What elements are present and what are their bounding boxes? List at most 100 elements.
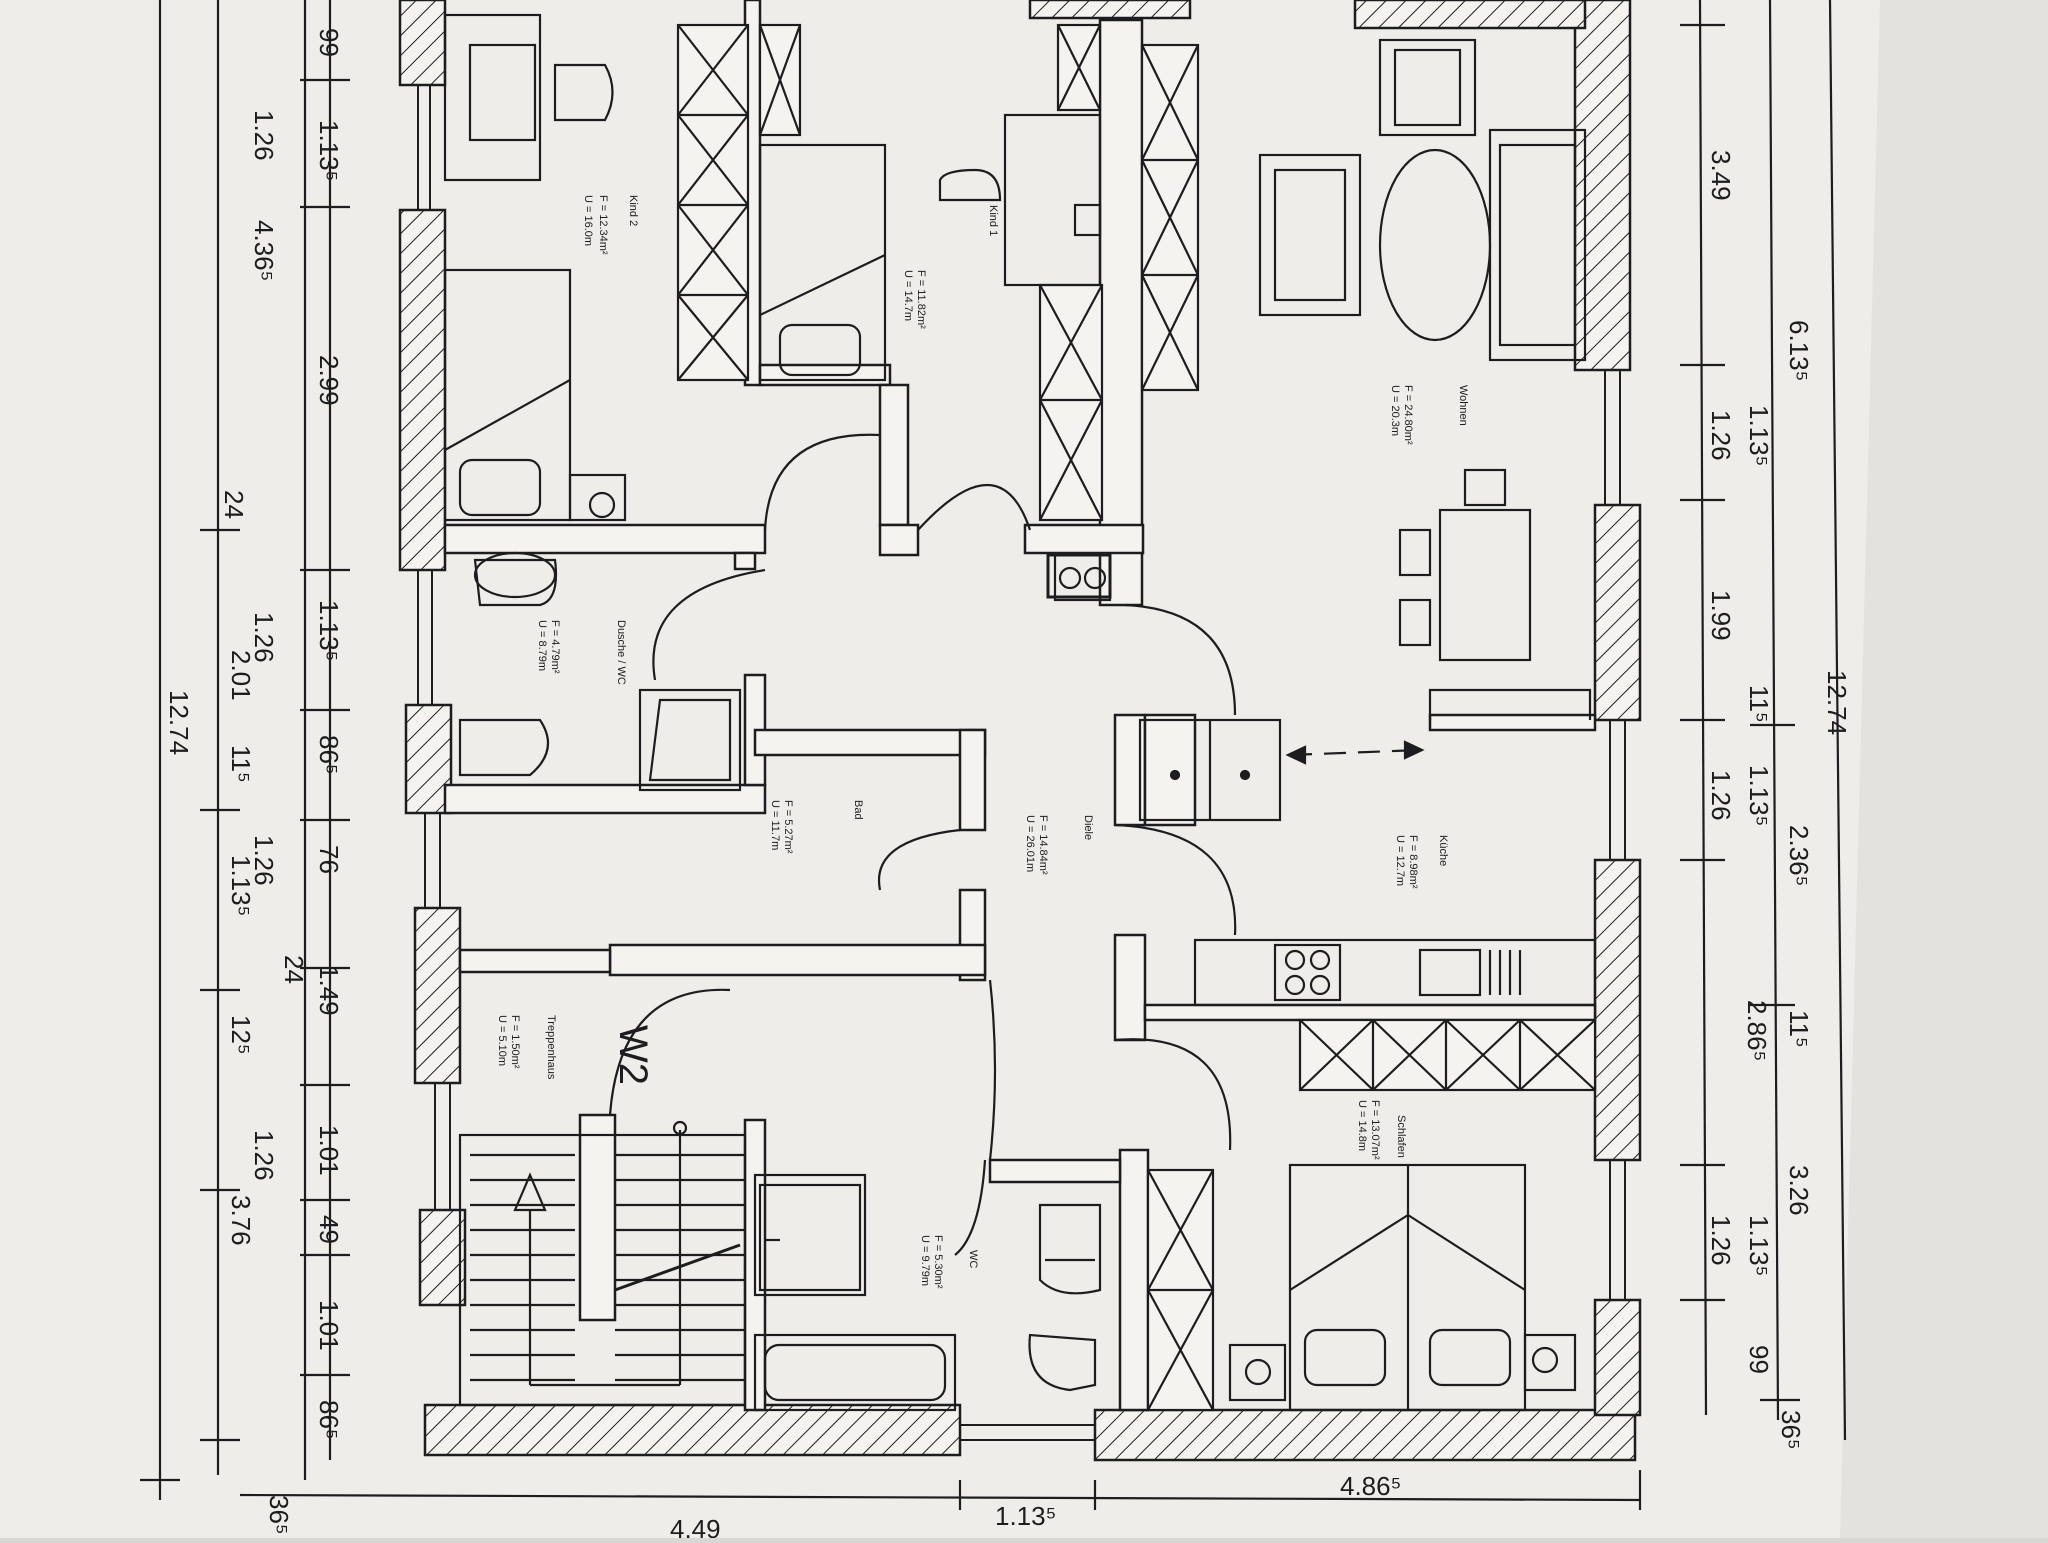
- door-kueche-2: [1114, 1038, 1232, 1151]
- room-perimeter-wc: U = 9.79m: [919, 1235, 931, 1286]
- room-name-bad: Bad: [852, 800, 864, 820]
- sink-wc: [1038, 1203, 1102, 1295]
- room-perimeter-dusche: U = 8.79m: [536, 620, 548, 671]
- wardrobe-schlafen-side: [1146, 1168, 1215, 1412]
- dim-left-inner-11: 1.01: [314, 1300, 344, 1351]
- dim-left-middle-4: 2.01: [226, 650, 256, 701]
- room-area-kind1: F = 11.82m²: [915, 270, 927, 329]
- room-perimeter-kueche: U = 12.7m: [1394, 835, 1406, 886]
- doors: [608, 433, 1237, 1256]
- dim-left-inner-7: 76: [314, 845, 344, 874]
- left-dimension-chain: [140, 0, 350, 1500]
- room-kind2: Kind 2 F = 12.34m² U = 16.0m: [582, 195, 639, 255]
- dim-left-middle-5: 11⁵: [226, 745, 256, 783]
- sink-dusche: [473, 558, 558, 607]
- room-area-kind2: F = 12.34m²: [597, 195, 609, 255]
- dim-left-inner-3: 2.99: [314, 355, 344, 406]
- dim-left-middle-9: 12⁵: [226, 1015, 256, 1055]
- right-dimension-chain: [1680, 0, 1847, 1441]
- dim-right-corner: 36⁵: [1776, 1410, 1806, 1450]
- dim-left-inner-12: 86⁵: [314, 1400, 344, 1440]
- room-name-wohnen: Wohnen: [1457, 385, 1469, 426]
- room-bad: Bad F = 5.27m² U = 11.7m: [769, 800, 864, 854]
- room-name-kueche: Küche: [1437, 835, 1449, 866]
- room-area-kueche: F = 8.98m²: [1407, 835, 1419, 889]
- window-openings: [417, 85, 1626, 1441]
- dim-left-middle-10: 1.26: [249, 1130, 279, 1181]
- dim-left-middle-7: 1.13⁵: [226, 855, 256, 916]
- right-dimension-texts: 3.49 1.26 1.99 1.26 2.86⁵ 1.26 99 6.13⁵ …: [1706, 150, 1852, 1450]
- dim-right-middle-3: 11⁵: [1744, 685, 1774, 723]
- room-area-wohnen: F = 24.80m²: [1402, 385, 1414, 445]
- dim-left-inner-10: 49: [314, 1215, 344, 1244]
- dim-right-inner-7: 99: [1744, 1345, 1774, 1374]
- dim-bottom-2: 1.13⁵: [995, 1501, 1056, 1531]
- door-kind1: [917, 483, 1032, 531]
- sofa-right: [1488, 128, 1587, 362]
- room-name-kind1: Kind 1: [987, 205, 999, 236]
- dim-left-inner-9: 1.01: [314, 1125, 344, 1176]
- dim-left-middle-11: 3.76: [226, 1195, 256, 1246]
- room-name-wc: WC: [967, 1250, 979, 1268]
- chair-kind1: [938, 168, 1002, 202]
- room-name-kind2: Kind 2: [627, 195, 639, 226]
- dim-bottom-3: 4.86⁵: [1340, 1471, 1401, 1501]
- dim-right-inner-6: 1.26: [1706, 1215, 1736, 1266]
- dim-right-inner-1: 3.49: [1706, 150, 1736, 201]
- dim-left-middle-6: 1.26: [249, 835, 279, 886]
- room-perimeter-kind2: U = 16.0m: [582, 195, 594, 246]
- shower-bad: [753, 1173, 867, 1297]
- dim-left-middle-3: 1.26: [249, 612, 279, 663]
- door-dusche: [652, 568, 766, 681]
- room-area-bad: F = 5.27m²: [782, 800, 794, 854]
- dim-right-middle-8: 1.13⁵: [1744, 1215, 1774, 1276]
- chair-kind2: [553, 63, 614, 122]
- bathtub: [753, 1333, 957, 1412]
- room-name-dusche: Dusche / WC: [615, 620, 627, 685]
- dim-left-inner-2: 1.13⁵: [314, 120, 344, 181]
- furniture: [443, 13, 1597, 1412]
- dim-left-inner-6: 86⁵: [314, 735, 344, 775]
- room-name-schlafen: Schlafen: [1395, 1115, 1407, 1158]
- wc-dusche: [458, 718, 550, 777]
- room-schlafen: Schlafen F = 13.07m² U = 14.8m: [1356, 1100, 1407, 1160]
- outer-walls: [398, 0, 1642, 1462]
- room-labels: Kind 2 F = 12.34m² U = 16.0m Kind 1 F = …: [496, 195, 1469, 1289]
- dim-right-inner-3: 1.99: [1706, 590, 1736, 641]
- dim-right-middle-4: 1.13⁵: [1744, 765, 1774, 826]
- room-wc: WC F = 5.30m² U = 9.79m: [919, 1235, 979, 1289]
- dim-left-inner-4: 24: [219, 490, 249, 519]
- room-area-treppenhaus: F = 1.50m²: [509, 1015, 521, 1069]
- room-name-treppenhaus: Treppenhaus: [545, 1015, 557, 1080]
- dim-left-inner-1: 99: [314, 28, 344, 57]
- room-perimeter-bad: U = 11.7m: [769, 800, 781, 850]
- bed-kind1: [758, 143, 887, 382]
- desk-kind2: [443, 13, 542, 182]
- armchair-top: [1378, 38, 1477, 137]
- wardrobe-wohnen: [1140, 43, 1200, 392]
- room-diele: Diele F = 14.84m² U = 26.01m: [1024, 815, 1094, 875]
- door-wohnen: [1124, 603, 1237, 716]
- door-bad-lower: [988, 979, 997, 1161]
- door-bad: [877, 828, 961, 891]
- room-treppenhaus: Treppenhaus F = 1.50m² U = 5.10m: [496, 1015, 557, 1080]
- left-dimension-texts: 99 1.13⁵ 2.99 24 1.13⁵ 86⁵ 76 1.49 1.01 …: [164, 28, 344, 1535]
- dim-left-inner-8: 1.49: [314, 965, 344, 1016]
- interior-walls: [443, 0, 1597, 1412]
- wardrobe-schlafen-top: [1298, 1018, 1597, 1092]
- room-area-dusche: F = 4.79m²: [549, 620, 561, 674]
- bottom-dimension-chain: [239, 1470, 1642, 1510]
- room-kueche: Küche F = 8.98m² U = 12.7m: [1394, 835, 1449, 889]
- stairs: [458, 1120, 747, 1407]
- sofa-left: [1258, 153, 1362, 317]
- kitchen-counter: [1193, 938, 1597, 1007]
- room-perimeter-diele: U = 26.01m: [1024, 815, 1036, 872]
- door-kind2: [763, 433, 881, 531]
- room-perimeter-kind1: U = 14.7m: [902, 270, 914, 321]
- dim-left-middle-1: 1.26: [249, 110, 279, 161]
- room-area-schlafen: F = 13.07m²: [1369, 1100, 1381, 1160]
- wardrobe-kind2: [676, 23, 750, 382]
